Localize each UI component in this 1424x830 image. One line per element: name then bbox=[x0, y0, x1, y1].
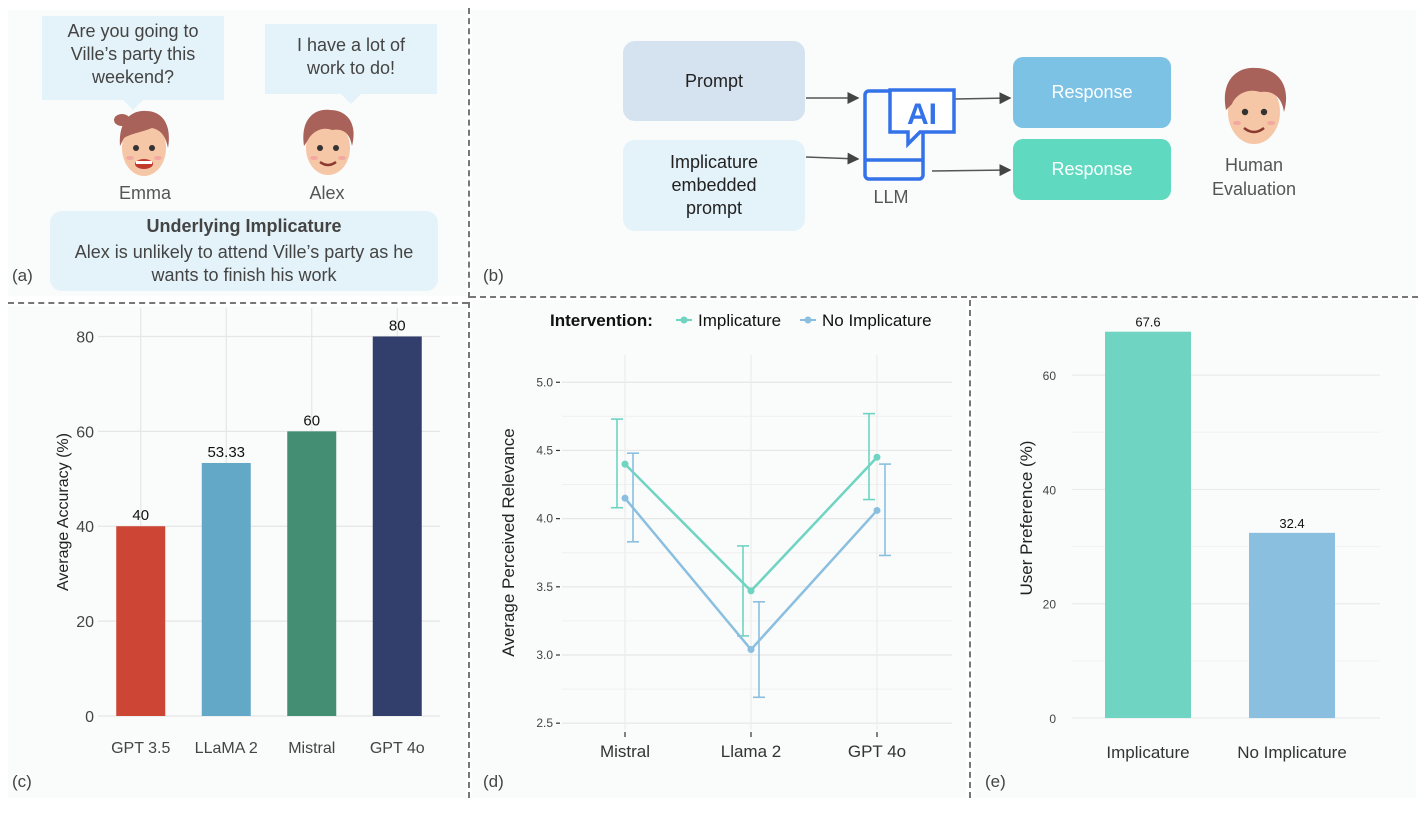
x-tick-label: GPT 4o bbox=[848, 742, 906, 761]
alex-line-2: work to do! bbox=[306, 58, 396, 78]
data-point bbox=[747, 587, 755, 595]
bar-value-label: 67.6 bbox=[1135, 315, 1160, 330]
emma-line-1: Are you going to bbox=[67, 21, 199, 41]
alex-speech-bubble: I have a lot of work to do! bbox=[265, 24, 437, 104]
panel-e-label: (e) bbox=[985, 772, 1006, 791]
bar-4 bbox=[372, 336, 422, 716]
panel-a-label: (a) bbox=[12, 266, 33, 285]
divider-vertical-de bbox=[969, 300, 971, 798]
bar-value-label: 60 bbox=[303, 412, 320, 429]
y-axis-title: User Preference (%) bbox=[1017, 441, 1036, 596]
human-evaluator-icon bbox=[1224, 67, 1287, 144]
llm-label: LLM bbox=[873, 187, 909, 207]
legend-swatch-dot bbox=[804, 316, 812, 324]
x-tick-label: Mistral bbox=[288, 740, 335, 757]
flow-arrows bbox=[805, 92, 1012, 177]
x-tick-label: GPT 3.5 bbox=[111, 740, 170, 757]
y-tick-label: 5.0 bbox=[536, 375, 553, 389]
legend-title: Intervention: bbox=[550, 311, 653, 330]
data-point bbox=[621, 460, 629, 468]
bar-value-label: 32.4 bbox=[1279, 516, 1304, 531]
prompt-box: Prompt bbox=[623, 41, 805, 121]
human-evaluation-line-2: Evaluation bbox=[1211, 179, 1297, 199]
y-tick-label: 0 bbox=[1049, 712, 1056, 726]
implicature-prompt-line-1: Implicature bbox=[669, 152, 759, 172]
arrow-llm-to-response-2 bbox=[931, 164, 1012, 177]
arrow-llm-to-response-1 bbox=[954, 92, 1012, 105]
x-tick-label: Llama 2 bbox=[721, 742, 781, 761]
implicature-box: Underlying Implicature Alex is unlikely … bbox=[50, 211, 438, 291]
implicature-title: Underlying Implicature bbox=[146, 216, 342, 236]
y-tick-label: 3.5 bbox=[536, 580, 553, 594]
y-axis-title: Average Perceived Relevance bbox=[499, 428, 518, 656]
emma-name: Emma bbox=[118, 183, 171, 203]
alex-avatar-icon bbox=[303, 109, 354, 175]
emma-line-2: Ville’s party this bbox=[70, 44, 196, 64]
human-evaluation-label: Human Evaluation bbox=[1198, 153, 1310, 201]
y-tick-label: 4.0 bbox=[536, 512, 553, 526]
implicature-line-1: Alex is unlikely to attend Ville’s party… bbox=[74, 242, 414, 262]
divider-vertical-ab bbox=[468, 8, 470, 298]
relevance-line-chart: Intervention: Implicature No Implicature 2.… bbox=[499, 311, 952, 761]
y-tick-label: 2.5 bbox=[536, 716, 553, 730]
y-tick-label: 0 bbox=[85, 709, 94, 726]
bar-3 bbox=[287, 431, 337, 716]
legend-label: Implicature bbox=[698, 311, 781, 330]
panel-e-background bbox=[974, 300, 1416, 798]
y-tick-label: 40 bbox=[76, 519, 94, 536]
legend-swatch-dot bbox=[680, 316, 688, 324]
data-point bbox=[873, 453, 881, 461]
bar-1 bbox=[1105, 331, 1191, 718]
divider-vertical-cd bbox=[468, 302, 470, 798]
bar-value-label: 80 bbox=[389, 317, 406, 334]
data-point bbox=[873, 506, 881, 514]
y-tick-label: 20 bbox=[76, 614, 94, 631]
emma-line-3: weekend? bbox=[91, 67, 175, 87]
bar-2 bbox=[1249, 532, 1335, 718]
panel-d-background bbox=[472, 300, 966, 798]
bar-2 bbox=[201, 462, 251, 716]
implicature-line-2: wants to finish his work bbox=[151, 265, 337, 285]
response-box-1: Response bbox=[1013, 57, 1171, 128]
llm-ai-text: AI bbox=[907, 98, 937, 131]
bar-value-label: 53.33 bbox=[207, 444, 245, 461]
panel-d-label: (d) bbox=[483, 772, 504, 791]
llm-ai-icon: AI bbox=[863, 88, 956, 181]
x-tick-label: Implicature bbox=[1106, 743, 1189, 762]
implicature-prompt-line-2: embedded bbox=[671, 175, 757, 195]
data-point bbox=[621, 494, 629, 502]
divider-horizontal-a bbox=[8, 302, 468, 304]
x-tick-label: Mistral bbox=[600, 742, 650, 761]
implicature-prompt-line-3: prompt bbox=[685, 198, 743, 218]
panel-b-label: (b) bbox=[483, 266, 504, 285]
x-tick-label: GPT 4o bbox=[370, 740, 425, 757]
y-tick-label: 60 bbox=[76, 424, 94, 441]
legend-label: No Implicature bbox=[822, 311, 932, 330]
y-axis-title: Average Accuracy (%) bbox=[55, 433, 72, 591]
implicature-prompt-box: Implicature embedded prompt bbox=[623, 140, 805, 231]
emma-speech-bubble: Are you going to Ville’s party this week… bbox=[42, 16, 224, 110]
emma-avatar-icon bbox=[114, 110, 169, 176]
y-tick-label: 3.0 bbox=[536, 648, 553, 662]
data-point bbox=[747, 646, 755, 654]
alex-name: Alex bbox=[309, 183, 345, 203]
x-tick-label: LLaMA 2 bbox=[195, 740, 258, 757]
y-tick-label: 20 bbox=[1043, 598, 1057, 612]
y-tick-label: 40 bbox=[1043, 483, 1057, 497]
arrow-implicature-to-llm bbox=[805, 152, 860, 165]
y-tick-label: 60 bbox=[1043, 369, 1057, 383]
y-tick-label: 4.5 bbox=[536, 443, 553, 457]
panel-c-label: (c) bbox=[12, 772, 32, 791]
bar-value-label: 40 bbox=[132, 507, 149, 524]
y-tick-label: 80 bbox=[76, 329, 94, 346]
human-evaluation-line-1: Human bbox=[1224, 155, 1284, 175]
x-tick-label: No Implicature bbox=[1237, 743, 1347, 762]
divider-horizontal-b bbox=[470, 296, 1418, 298]
alex-line-1: I have a lot of bbox=[296, 35, 406, 55]
response-box-2: Response bbox=[1013, 139, 1171, 200]
bar-1 bbox=[116, 526, 166, 716]
